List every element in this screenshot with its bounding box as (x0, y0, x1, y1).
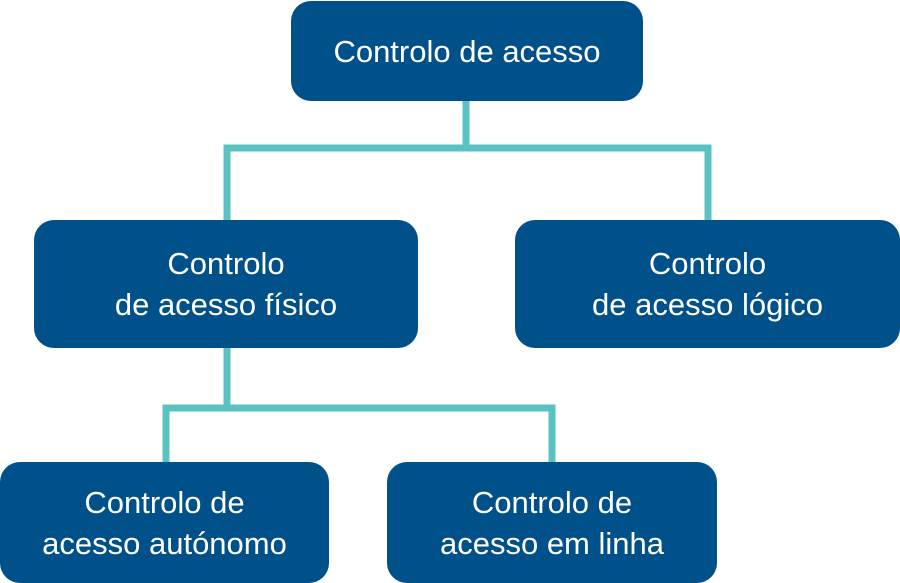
node-logical-access-control: Controlo de acesso lógico (515, 220, 900, 348)
node-standalone-access-control: Controlo de acesso autónomo (0, 462, 329, 583)
node-logical-access-control-line-1: Controlo (648, 246, 767, 281)
node-online-access-control-line-2: acesso em linha (439, 525, 664, 561)
node-access-control: Controlo de acesso (291, 1, 643, 101)
node-standalone-access-control-line-1: Controlo de (84, 484, 245, 520)
node-physical-access-control-line-1: Controlo (167, 246, 285, 281)
node-physical-access-control: Controlo de acesso físico (34, 220, 418, 348)
node-online-access-control: Controlo de acesso em linha (387, 462, 717, 583)
node-standalone-access-control-line-2: acesso autónomo (42, 525, 287, 561)
edge-root-to-logical (462, 100, 712, 221)
edge-physical-to-standalone (162, 347, 231, 463)
node-access-control-line-1: Controlo de acesso (333, 33, 601, 69)
node-online-access-control-line-1: Controlo de (471, 484, 633, 520)
edge-root-to-physical (223, 100, 470, 221)
node-logical-access-control-line-2: de acesso lógico (592, 287, 823, 322)
node-physical-access-control-line-2: de acesso físico (114, 287, 338, 322)
edge-physical-to-online (223, 347, 556, 463)
